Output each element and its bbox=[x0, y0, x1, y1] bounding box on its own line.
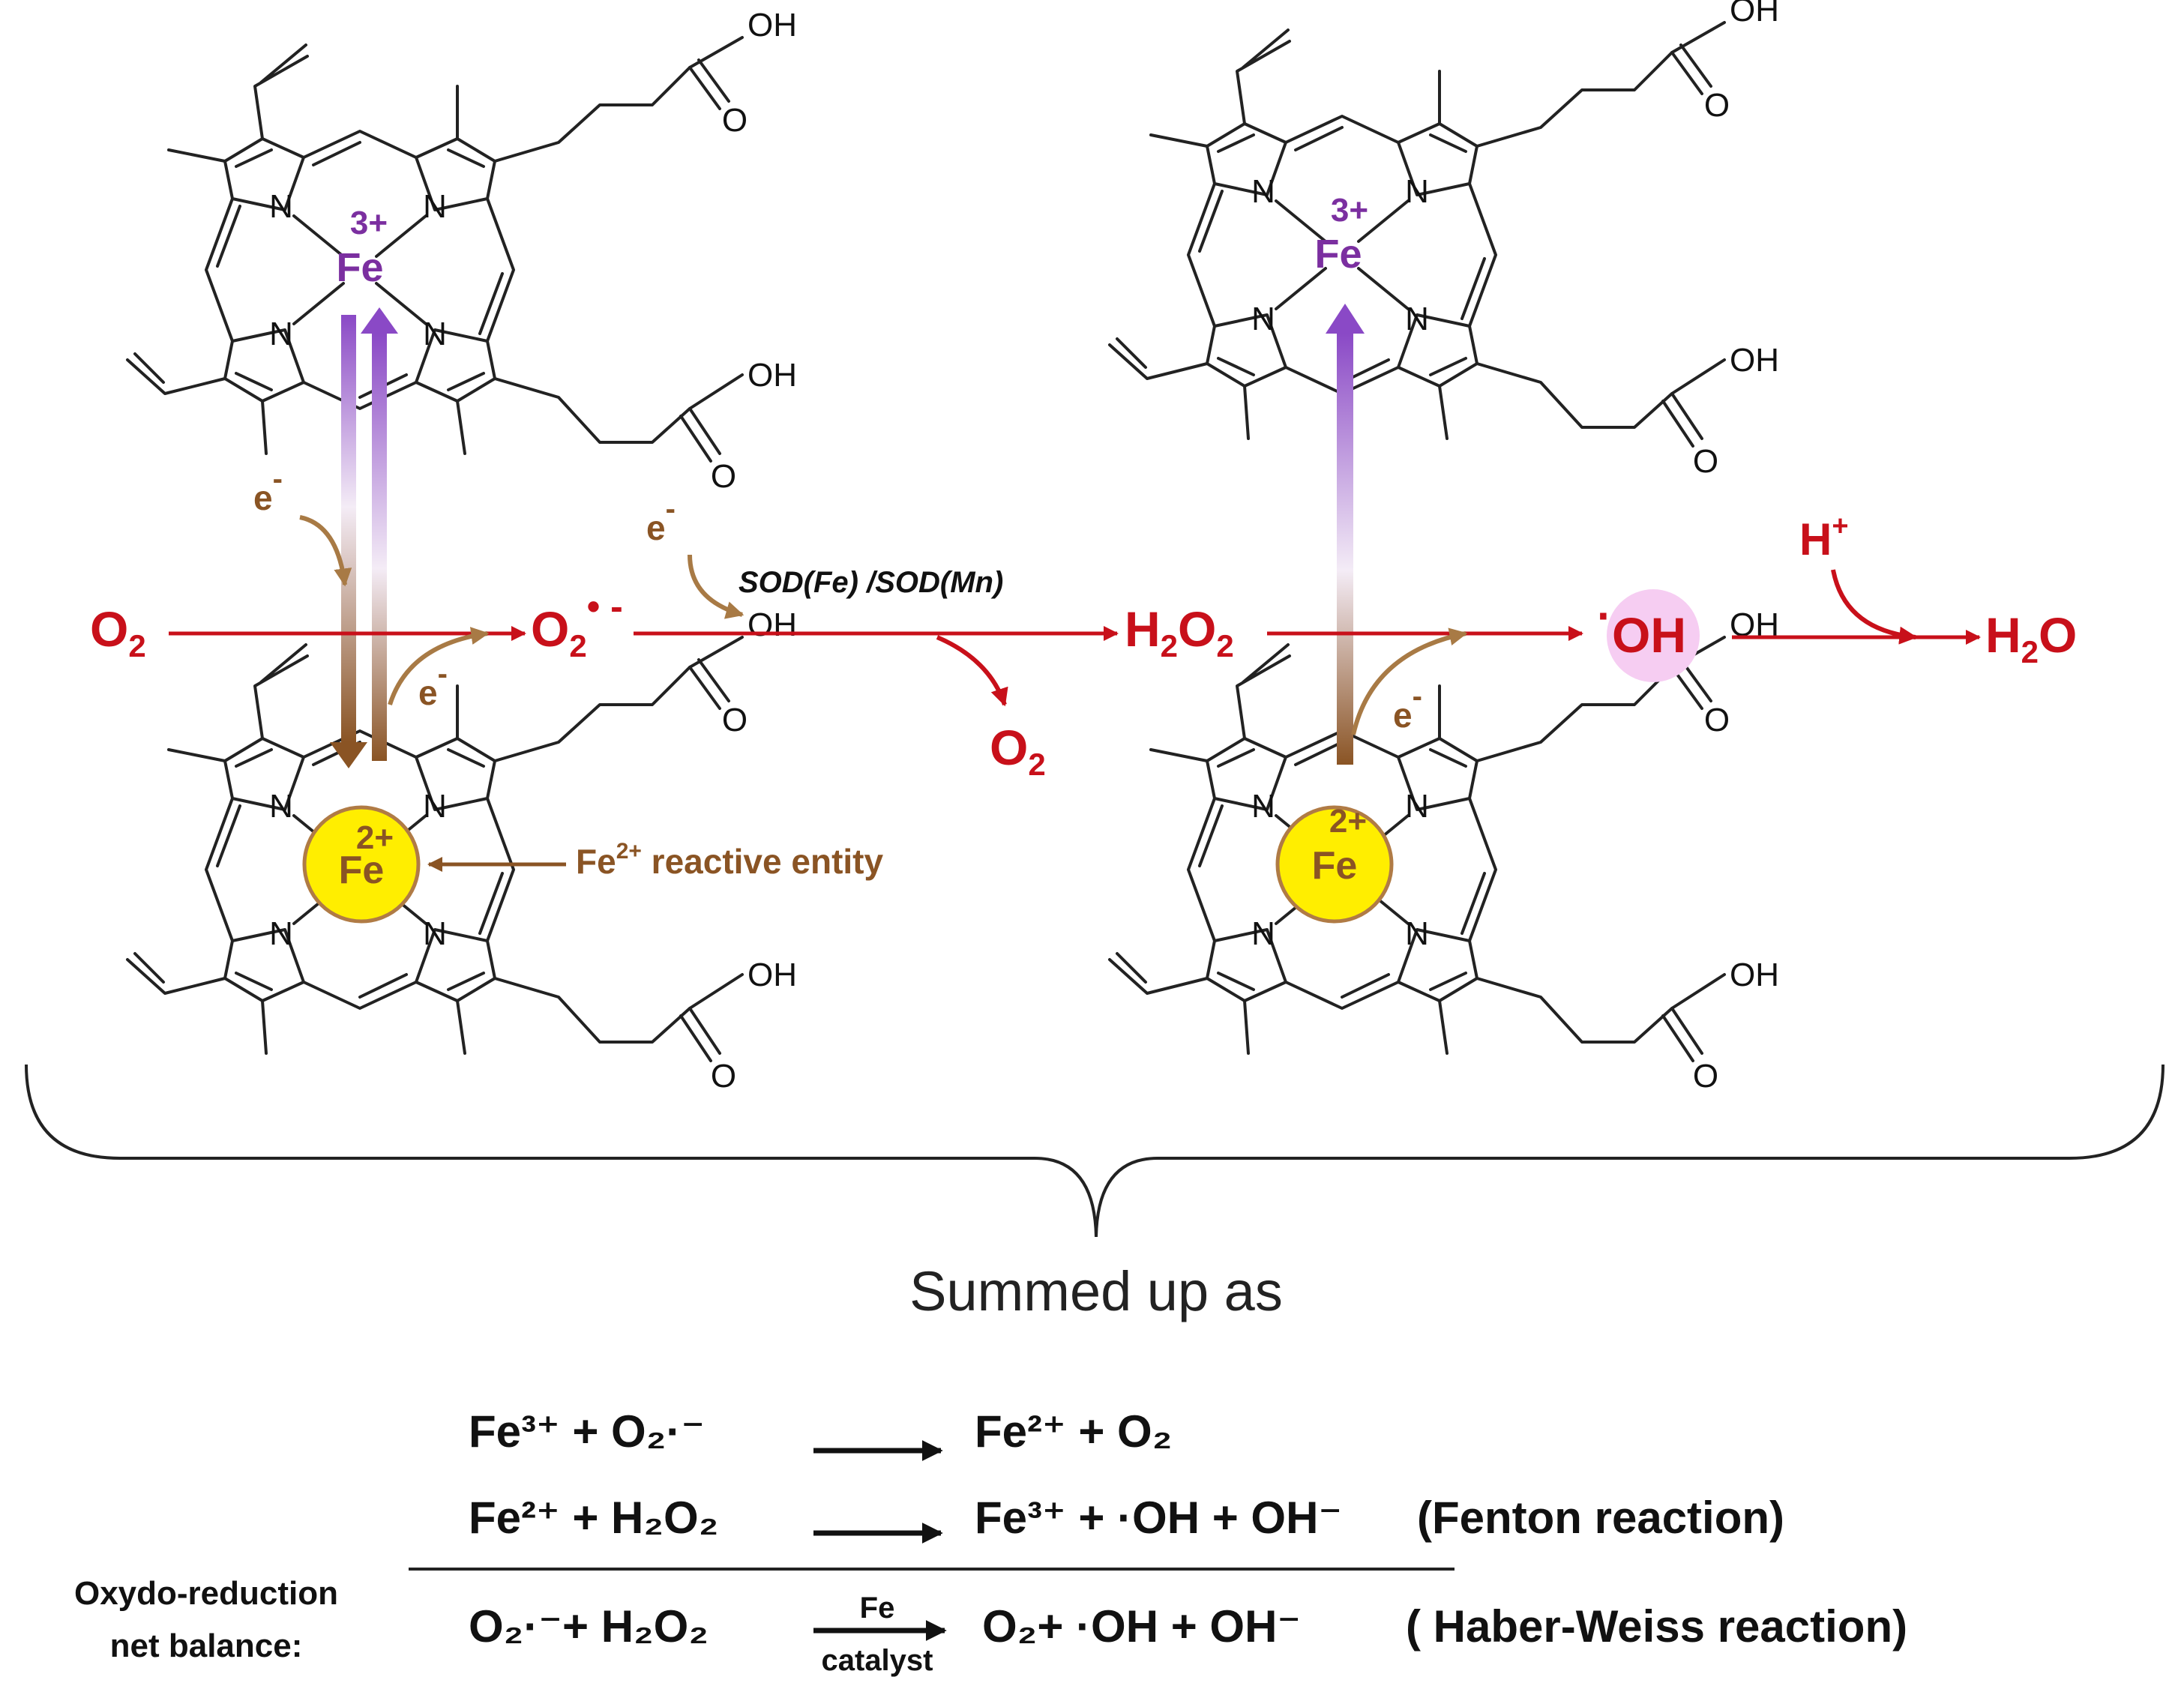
summary-brace bbox=[25, 1064, 2165, 1238]
arrow-o2-release bbox=[936, 635, 1008, 707]
superoxide-label: O2• - bbox=[531, 585, 623, 663]
eq3-reactants: O₂·⁻+ H₂O₂ bbox=[469, 1601, 709, 1652]
electron-label-1: e- bbox=[253, 463, 283, 517]
fe2-label-right: Fe bbox=[1312, 844, 1358, 888]
eq3-reaction-name: ( Haber-Weiss reaction) bbox=[1406, 1601, 1907, 1652]
electron-arrow-2 bbox=[388, 627, 490, 705]
fe2-charge-left: 2+ bbox=[356, 819, 394, 856]
eq2-reaction-name: (Fenton reaction) bbox=[1417, 1493, 1784, 1543]
hydroxyl-radical-label: ·OH bbox=[1597, 591, 1686, 663]
eq2-reactants: Fe²⁺ + H₂O₂ bbox=[469, 1493, 718, 1543]
fe2-highlight-left bbox=[302, 805, 421, 924]
heme-fe3-left bbox=[126, 5, 798, 496]
electron-label-2: e- bbox=[418, 657, 448, 712]
catalyst-bottom-label: catalyst bbox=[822, 1644, 933, 1677]
fe2-label-left: Fe bbox=[339, 849, 385, 892]
eq3-products: O₂+ ·OH + OH⁻ bbox=[982, 1601, 1301, 1652]
fe3-charge-right: 3+ bbox=[1331, 192, 1368, 229]
summed-up-label: Summed up as bbox=[909, 1260, 1283, 1322]
electron-label-3: e- bbox=[646, 493, 676, 547]
electron-arrow-4 bbox=[1351, 627, 1468, 735]
electron-label-4: e- bbox=[1393, 680, 1422, 735]
eq2-products: Fe³⁺ + ·OH + OH⁻ bbox=[975, 1493, 1342, 1543]
fe3-label-left: Fe bbox=[336, 245, 383, 290]
hydroxyl-radical-glow bbox=[1607, 589, 1700, 682]
h2o2-label: H2O2 bbox=[1125, 601, 1234, 663]
electron-arrow-1 bbox=[299, 515, 352, 587]
catalyst-top-label: Fe bbox=[860, 1592, 895, 1625]
redox-arrows-left bbox=[330, 307, 398, 768]
redox-arrow-right bbox=[1326, 304, 1365, 765]
electron-arrow-3 bbox=[688, 554, 744, 619]
o2-left-label: O2 bbox=[90, 601, 146, 663]
heme-fe3-right bbox=[1108, 0, 1781, 481]
fe3-charge-left: 3+ bbox=[350, 205, 388, 241]
eq1-reactants: Fe³⁺ + O₂·⁻ bbox=[469, 1406, 705, 1457]
h2o-label: H2O bbox=[1985, 607, 2077, 669]
arrow-proton-addition bbox=[1831, 569, 1918, 645]
heme-fe2-right bbox=[1108, 605, 1781, 1096]
o2-released-label: O2 bbox=[990, 720, 1046, 782]
reactive-entity-label: Fe2+ reactive entity bbox=[576, 839, 883, 881]
fe2-highlight-right bbox=[1275, 805, 1394, 924]
sod-enzyme-label: SOD(Fe) /SOD(Mn) bbox=[738, 566, 1003, 599]
net-balance-label-line2: net balance: bbox=[110, 1628, 303, 1664]
proton-label: H+ bbox=[1799, 511, 1849, 564]
fe2-charge-right: 2+ bbox=[1329, 803, 1367, 840]
eq1-products: Fe²⁺ + O₂ bbox=[975, 1406, 1172, 1457]
net-balance-label-line1: Oxydo-reduction bbox=[74, 1575, 338, 1612]
fe3-label-right: Fe bbox=[1314, 232, 1362, 277]
